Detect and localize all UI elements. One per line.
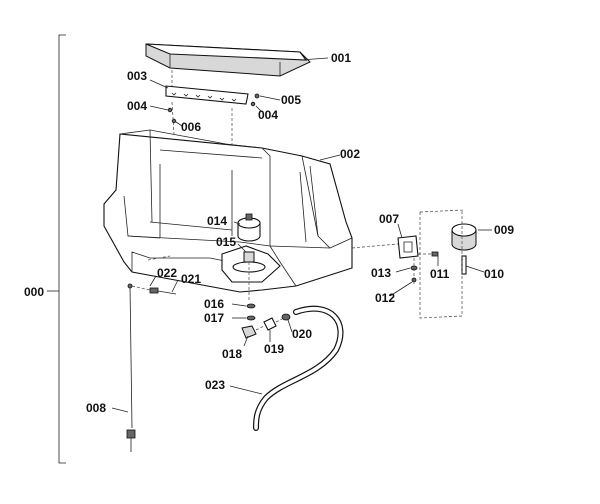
label-022: 022 — [157, 266, 177, 280]
part-010-pin — [461, 255, 467, 275]
label-006: 006 — [181, 120, 201, 134]
label-008: 008 — [86, 401, 106, 415]
part-023-hose — [253, 305, 344, 431]
label-003: 003 — [127, 69, 147, 83]
leader-lines — [111, 57, 492, 413]
part-labels: 000 001 002 003 004 004 005 006 007 008 … — [24, 51, 514, 415]
part-018-019-020-couplings — [241, 313, 291, 339]
label-020: 020 — [292, 327, 312, 341]
label-010: 010 — [484, 267, 504, 281]
label-012: 012 — [375, 291, 395, 305]
label-011: 011 — [430, 267, 450, 281]
label-019: 019 — [264, 342, 284, 356]
part-001-cover-plate — [145, 43, 311, 77]
label-000: 000 — [24, 285, 44, 299]
label-013: 013 — [371, 266, 391, 280]
label-007: 007 — [379, 212, 399, 226]
assembly-bracket — [47, 34, 66, 464]
label-016: 016 — [204, 297, 224, 311]
label-023: 023 — [205, 378, 225, 392]
part-021-022-bolt — [131, 255, 177, 295]
label-021: 021 — [181, 272, 201, 286]
part-004-005-006-screws — [167, 70, 260, 148]
part-011-013-012-fasteners — [410, 251, 439, 284]
label-004-right: 004 — [258, 108, 278, 122]
label-018: 018 — [222, 347, 242, 361]
label-001: 001 — [331, 51, 351, 65]
part-group-frame — [419, 209, 465, 319]
label-014: 014 — [207, 214, 227, 228]
part-008-probe — [126, 283, 136, 452]
part-016-017-seals — [246, 303, 256, 321]
part-003-toothed-rail — [165, 85, 249, 105]
label-004-left: 004 — [127, 99, 147, 113]
label-002: 002 — [340, 147, 360, 161]
label-009: 009 — [494, 223, 514, 237]
part-002-main-housing — [103, 129, 353, 293]
label-005: 005 — [281, 93, 301, 107]
part-015-nut — [232, 251, 266, 300]
label-017: 017 — [204, 311, 224, 325]
part-009-knob — [451, 223, 477, 251]
part-014-fitting — [237, 213, 261, 242]
part-007-bracket — [351, 235, 419, 259]
label-015: 015 — [216, 235, 236, 249]
